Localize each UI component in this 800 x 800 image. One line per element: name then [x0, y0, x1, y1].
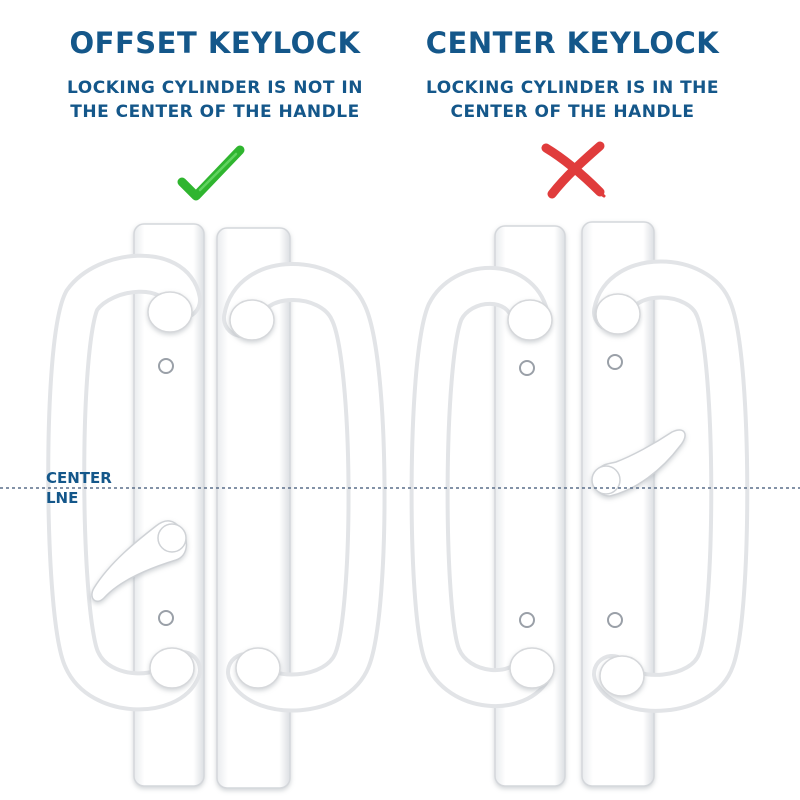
left-inner-plate	[216, 227, 291, 789]
center-keylock-title: CENTER KEYLOCK	[425, 26, 720, 60]
right-inner-plate	[581, 221, 655, 787]
center-line-label-line1: CENTER	[46, 469, 112, 487]
screw-hole	[158, 610, 174, 626]
offset-keylock-subtitle-line1: LOCKING CYLINDER IS NOT IN	[67, 78, 363, 98]
check-icon	[177, 145, 245, 201]
cross-icon	[541, 141, 606, 199]
offset-keylock-handle-set	[46, 223, 387, 789]
center-keylock-subtitle-line2: CENTER OF THE HANDLE	[450, 102, 695, 122]
center-keylock-handle-set	[409, 221, 750, 787]
offset-keylock-subtitle-line2: THE CENTER OF THE HANDLE	[70, 102, 360, 122]
center-line-label-line2: LNE	[46, 489, 79, 507]
center-line-label: CENTER LNE	[46, 468, 156, 508]
right-outer-plate	[494, 225, 566, 787]
screw-hole	[158, 358, 174, 374]
offset-keylock-subtitle: LOCKING CYLINDER IS NOT IN THE CENTER OF…	[30, 76, 400, 124]
screw-hole	[519, 612, 535, 628]
screw-hole	[607, 612, 623, 628]
right-thumb-latch-lever	[591, 429, 686, 497]
left-outer-plate	[133, 223, 205, 787]
screw-hole	[607, 354, 623, 370]
center-keylock-subtitle-line1: LOCKING CYLINDER IS IN THE	[425, 78, 720, 98]
screw-hole	[519, 360, 535, 376]
left-thumb-latch-lever	[91, 520, 188, 602]
offset-keylock-title: OFFSET KEYLOCK	[69, 26, 361, 60]
center-keylock-subtitle: LOCKING CYLINDER IS IN THE CENTER OF THE…	[400, 76, 745, 124]
